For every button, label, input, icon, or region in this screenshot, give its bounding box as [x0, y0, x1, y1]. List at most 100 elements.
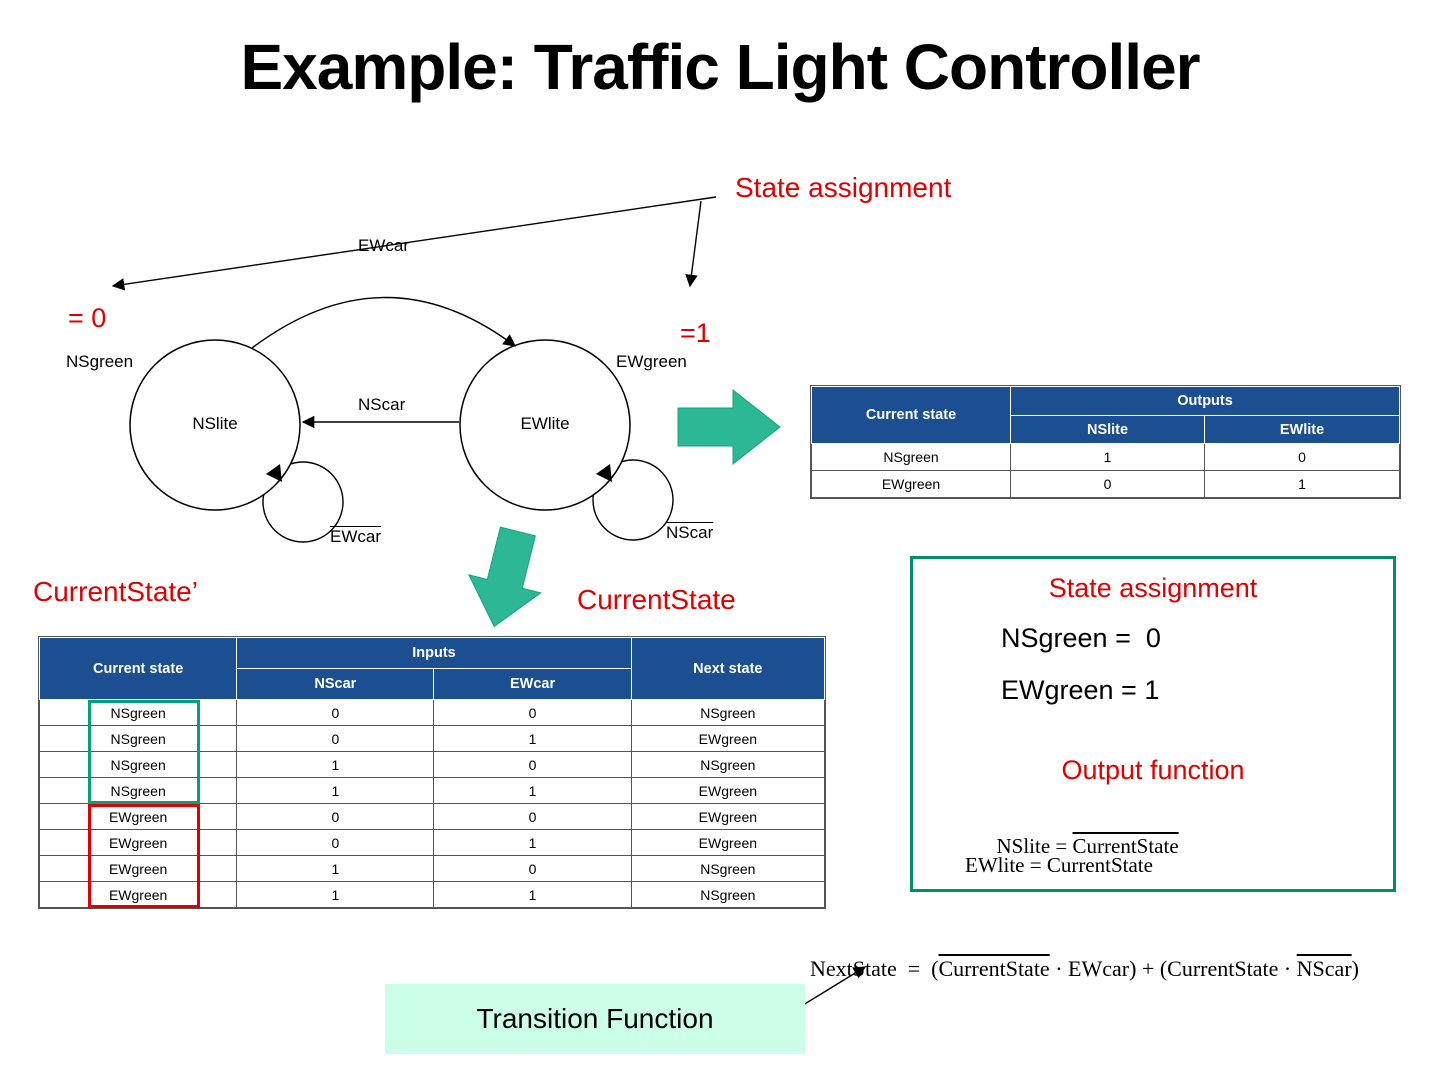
currentstate-label: CurrentState: [577, 584, 736, 615]
outputs-row: EWgreen 0 1: [810, 470, 1400, 498]
transition-col-next-state: Next state: [630, 637, 826, 700]
outputs-row: NSgreen 1 0: [810, 443, 1400, 471]
nslite-eq-overline-term: CurrentState: [1072, 834, 1179, 858]
ewgreen-state-name: EWgreen: [616, 352, 687, 371]
nsgreen-rows-highlight: [88, 700, 200, 804]
nsgreen-state-name: NSgreen: [66, 352, 134, 371]
ewlite-loop-arrowhead: [596, 464, 612, 482]
nslite-state-label: NSlite: [192, 414, 238, 433]
cell-current: EWgreen: [38, 881, 238, 908]
ewcar-arc-label: EWcar: [358, 236, 409, 255]
cell-nscar: 0: [236, 829, 435, 856]
transition-col-nscar: NScar: [236, 668, 435, 700]
box-title-state-assignment: State assignment: [1048, 573, 1258, 603]
outputs-cell-ewlite: 0: [1204, 443, 1400, 471]
cell-next: NSgreen: [630, 855, 826, 882]
state-assignment-box: State assignment NSgreen = 0 EWgreen = 1…: [910, 556, 1396, 892]
ewgreen-assignment-line: EWgreen = 1: [1001, 675, 1160, 705]
cell-current: NSgreen: [38, 699, 238, 726]
cell-current: EWgreen: [38, 855, 238, 882]
cell-ewcar: 0: [433, 855, 632, 882]
green-arrow-down: [467, 526, 542, 628]
outputs-cell-state: NSgreen: [810, 443, 1012, 471]
eq-overline-nscar: NScar: [1296, 956, 1352, 981]
cell-next: EWgreen: [630, 777, 826, 804]
cell-next: NSgreen: [630, 751, 826, 778]
cell-next: EWgreen: [630, 725, 826, 752]
ewlite-state-circle: [459, 339, 631, 511]
cell-ewcar: 0: [433, 699, 632, 726]
cell-next: NSgreen: [630, 881, 826, 908]
cell-ewcar: 1: [433, 725, 632, 752]
state-assignment-arrow-right: [685, 200, 702, 288]
ewcar-transition-arc: [251, 296, 517, 349]
transition-col-current-state: Current state: [38, 637, 238, 700]
state-assignment-callout: State assignment: [735, 172, 952, 203]
nslite-state-circle: [129, 339, 301, 511]
cell-current: NSgreen: [38, 725, 238, 752]
nsgreen-assignment-value: = 0: [68, 303, 107, 333]
transition-row: NSgreen 0 0 NSgreen: [38, 699, 826, 726]
ewlite-state-label: EWlite: [520, 414, 570, 433]
cell-ewcar: 1: [433, 881, 632, 908]
transition-row: EWgreen 1 1 NSgreen: [38, 881, 826, 908]
next-state-equation: NextState = (CurrentState · EWcar) + (Cu…: [788, 930, 1359, 1008]
cell-nscar: 0: [236, 725, 435, 752]
cell-current: NSgreen: [38, 777, 238, 804]
cell-next: EWgreen: [630, 803, 826, 830]
ewgreen-rows-highlight: [88, 804, 200, 908]
cell-ewcar: 0: [433, 803, 632, 830]
transition-row: NSgreen 1 1 EWgreen: [38, 777, 826, 804]
transition-row: EWgreen 1 0 NSgreen: [38, 855, 826, 882]
transition-row: EWgreen 0 0 EWgreen: [38, 803, 826, 830]
outputs-col-nslite: NSlite: [1010, 415, 1205, 444]
box-title-output-function: Output function: [1061, 755, 1245, 785]
nscar-arrow-label: NScar: [358, 395, 406, 414]
cell-current: EWgreen: [38, 803, 238, 830]
outputs-cell-ewlite: 1: [1204, 470, 1400, 498]
transition-row: EWgreen 0 1 EWgreen: [38, 829, 826, 856]
transition-function-label: Transition Function: [476, 1003, 714, 1034]
cell-next: NSgreen: [630, 699, 826, 726]
cell-ewcar: 1: [433, 777, 632, 804]
cell-next: EWgreen: [630, 829, 826, 856]
outputs-table-grid: Current state Outputs NSlite EWlite NSgr…: [810, 386, 1400, 498]
nslite-output-equation: NSlite = CurrentState: [965, 809, 1179, 884]
transition-table-grid: Current state Inputs Next state NScar EW…: [38, 637, 826, 908]
ewlite-self-loop: [592, 459, 674, 541]
outputs-cell-state: EWgreen: [810, 470, 1012, 498]
cell-nscar: 1: [236, 855, 435, 882]
outputs-table: Current state Outputs NSlite EWlite NSgr…: [810, 385, 1401, 499]
nsgreen-assignment-line: NSgreen = 0: [1001, 623, 1161, 653]
transition-table: Current state Inputs Next state NScar EW…: [38, 636, 826, 909]
nslite-loop-arrowhead: [266, 464, 282, 482]
cell-nscar: 1: [236, 777, 435, 804]
state-assignment-arrow-left: [111, 196, 717, 291]
outputs-col-ewlite: EWlite: [1204, 415, 1400, 444]
transition-col-ewcar: EWcar: [433, 668, 632, 700]
nslite-eq-lhs: NSlite =: [996, 834, 1073, 858]
cell-ewcar: 1: [433, 829, 632, 856]
cell-nscar: 0: [236, 803, 435, 830]
outputs-col-outputs: Outputs: [1010, 386, 1400, 416]
green-arrow-right: [677, 388, 781, 466]
nslite-self-loop: [262, 461, 344, 543]
currentstate-prime-label: CurrentState’: [33, 576, 198, 607]
ewcar-not-loop-label: EWcar: [330, 527, 381, 546]
cell-ewcar: 0: [433, 751, 632, 778]
nscar-not-loop-label: NScar: [666, 523, 714, 542]
transition-col-inputs: Inputs: [236, 637, 632, 669]
eq-part: · EWcar) + (CurrentState ·: [1049, 956, 1297, 981]
ewgreen-assignment-value: =1: [680, 318, 711, 348]
outputs-col-current-state: Current state: [810, 386, 1012, 444]
eq-part: ): [1351, 956, 1359, 981]
eq-overline-currentstate: CurrentState: [938, 956, 1050, 981]
page-title: Example: Traffic Light Controller: [240, 31, 1200, 103]
transition-function-callout: Transition Function: [385, 984, 805, 1054]
outputs-cell-nslite: 0: [1010, 470, 1205, 498]
cell-nscar: 1: [236, 751, 435, 778]
cell-nscar: 1: [236, 881, 435, 908]
cell-nscar: 0: [236, 699, 435, 726]
